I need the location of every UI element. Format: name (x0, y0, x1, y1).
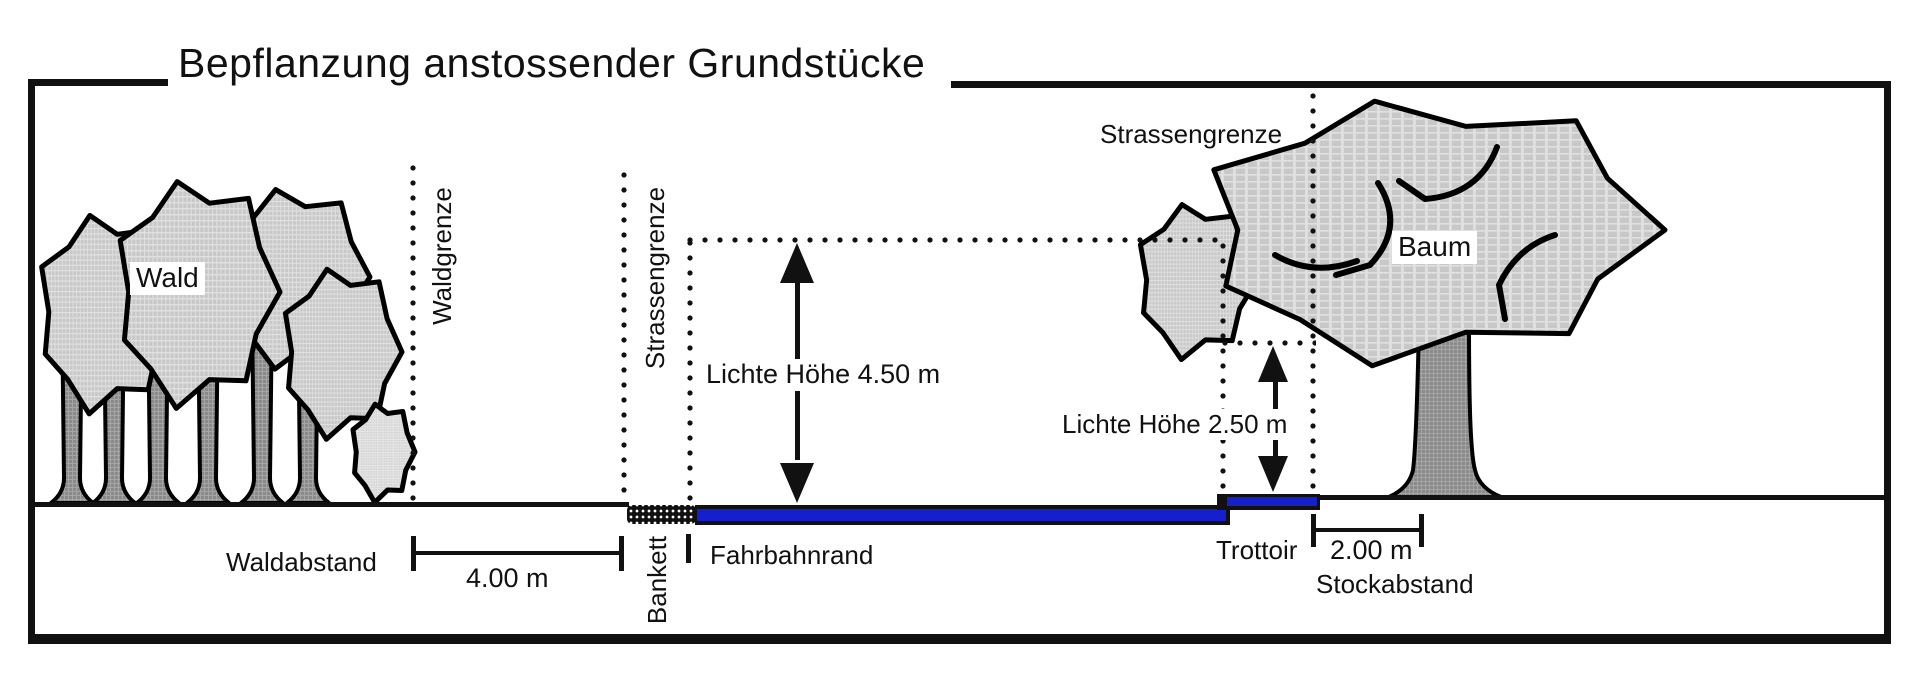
sidewalk-label: Trottoir (1216, 535, 1298, 565)
trunk-distance-label: Stockabstand (1316, 569, 1474, 599)
diagram-title: Bepflanzung anstossender Grundstücke (178, 40, 926, 86)
carriageway-edge-tick (686, 534, 691, 563)
clearance-450-arrow-up (780, 243, 814, 283)
forest-boundary-label: Waldgrenze (426, 187, 457, 325)
clearance-450-level-line (687, 237, 1225, 243)
road-shoulder-label: Bankett (641, 535, 672, 625)
forest-distance-line (413, 551, 621, 555)
road-boundary-right-label: Strassengrenze (1100, 119, 1283, 149)
carriageway-edge-line (687, 240, 693, 505)
road-shoulder-strip (627, 505, 696, 524)
forest-canopies (42, 182, 402, 440)
road-boundary-right-line (1310, 93, 1316, 495)
road-boundary-left-label: Strassengrenze (639, 186, 670, 370)
carriageway-surface (697, 509, 1226, 521)
frame-border-bottom (28, 634, 1891, 644)
trunk-distance-line (1313, 528, 1423, 532)
frame-border-top-left-segment (28, 79, 168, 86)
frame-border-top-right-segment (951, 81, 1891, 88)
trunk-distance-value: 2.00 m (1330, 535, 1413, 565)
forest-label: Wald (130, 262, 205, 295)
clearance-corner-line (1220, 243, 1226, 490)
sidewalk-strip (1217, 494, 1320, 510)
sidewalk-surface (1227, 497, 1317, 506)
clearance-250-label: Lichte Höhe 2.50 m (1056, 409, 1294, 440)
clearance-450-arrow-down (780, 463, 814, 503)
clearance-250-level-line (1222, 340, 1316, 346)
carriageway-edge-label: Fahrbahnrand (710, 540, 874, 570)
tree-label: Baum (1392, 231, 1478, 264)
forest-distance-value: 4.00 m (466, 563, 549, 593)
trunk-distance-tick-right (1419, 514, 1424, 547)
trunk-distance-tick-left (1311, 514, 1316, 547)
carriageway-strip (695, 505, 1230, 525)
forest-distance-label: Waldabstand (226, 547, 377, 577)
clearance-450-label: Lichte Höhe 4.50 m (700, 359, 947, 391)
frame-border-right (1884, 81, 1891, 644)
clearance-250-arrow-up (1258, 346, 1288, 382)
forest-illustration (30, 152, 417, 505)
forest-distance-tick-right (619, 536, 624, 571)
forest-boundary-line (410, 165, 416, 503)
frame-border-left (28, 79, 35, 644)
forest-distance-tick-left (411, 536, 416, 571)
road-boundary-left-line (621, 172, 627, 503)
clearance-250-arrow-down (1258, 456, 1288, 492)
ground-line-left (30, 502, 629, 507)
ground-line-right (1318, 495, 1886, 500)
